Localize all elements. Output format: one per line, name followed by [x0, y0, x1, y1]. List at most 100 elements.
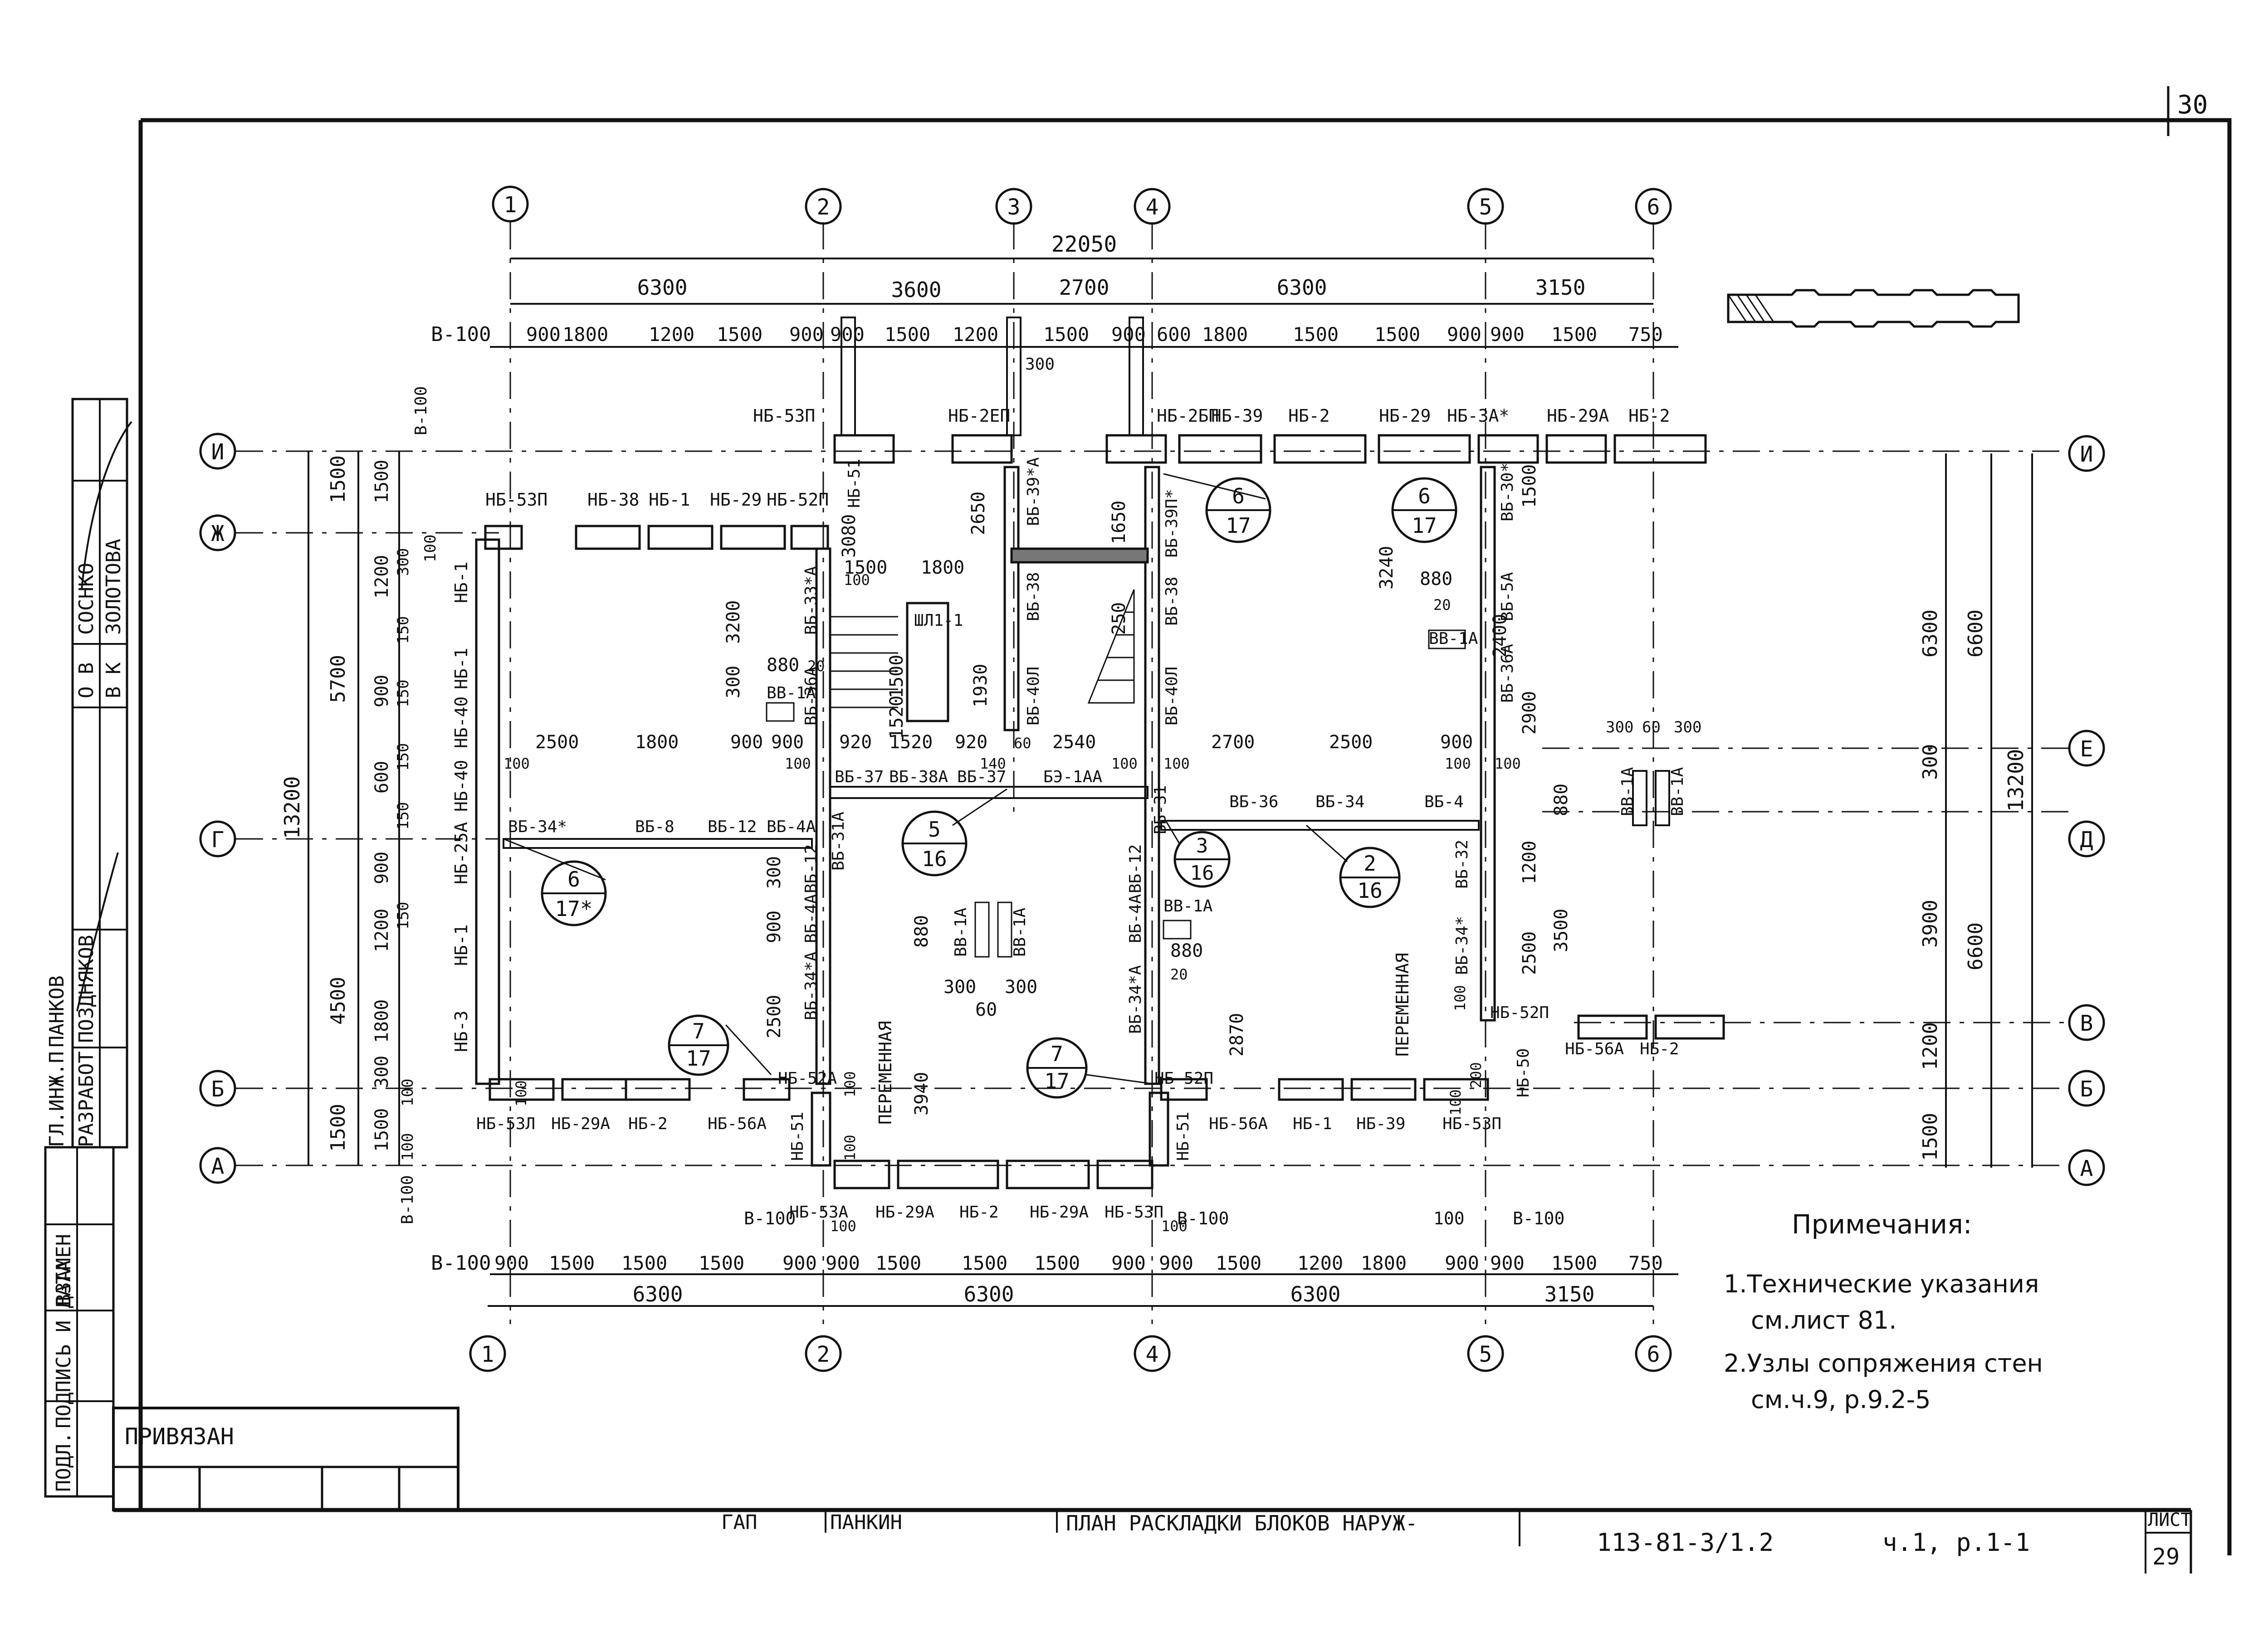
interior-dim: 880 — [1420, 569, 1452, 590]
dim-bottom-detail: 900 — [1445, 1252, 1479, 1274]
axis-bubble-5-top: 5 — [1467, 188, 1504, 225]
dim-right-inner: 3900 — [1919, 900, 1942, 948]
axis-bubble-3-top: 3 — [995, 188, 1032, 225]
block-label: ВБ-34*А — [1126, 965, 1145, 1034]
block-label: ВБ-36А — [1498, 644, 1517, 703]
block-label: ВБ-34* — [1453, 916, 1471, 975]
dims-top: 22050 6300 3600 2700 6300 3150 В-100 900… — [431, 232, 1678, 374]
sheet-number: 29 — [2152, 1544, 2180, 1570]
block-label: НБ-56А — [1209, 1115, 1268, 1133]
block-label: НБ-2 — [1288, 406, 1330, 426]
dim-bottom-detail: 900 — [1159, 1252, 1193, 1274]
dim-top-detail: 1500 — [1551, 323, 1597, 346]
dim-top-detail: 900 — [526, 323, 561, 346]
block-label: ВБ-12 — [708, 818, 757, 836]
section-callouts: 617 617 617* 516 316 216 717 717 — [503, 473, 1457, 1099]
interior-dim: 2700 — [1211, 732, 1255, 753]
block-label: НБ-39 — [1211, 406, 1263, 426]
interior-dim: 300 — [1674, 718, 1701, 736]
interior-dim: 100 — [1161, 1218, 1188, 1235]
interior-dim: 900 — [1440, 732, 1473, 753]
interior-dim: 20 — [1170, 966, 1188, 983]
dim-bottom-detail: 1500 — [1034, 1252, 1080, 1274]
interior-dim: 250 — [1109, 602, 1129, 635]
stamp-cell: ГЛ.ИНЖ.П — [45, 1051, 68, 1147]
interior-dim: 3200 — [723, 600, 744, 644]
dim-top-detail: 900 — [1111, 323, 1146, 346]
svg-text:17: 17 — [1226, 513, 1251, 538]
svg-text:В: В — [2080, 1011, 2093, 1036]
block-label: НБ-29А — [551, 1115, 610, 1133]
sheet-label: ЛИСТ — [2148, 1510, 2191, 1530]
sheet-corner-number: 30 — [2177, 90, 2208, 120]
interior-dim: 1500 — [1519, 464, 1540, 508]
interior-dim: 2500 — [535, 732, 579, 753]
interior-dim: 100 — [503, 755, 530, 772]
dim-top-detail: 1500 — [1374, 323, 1420, 346]
svg-text:17: 17 — [1044, 1069, 1069, 1093]
interior-dim: 100 — [841, 1135, 859, 1161]
svg-text:7: 7 — [1051, 1042, 1063, 1066]
interior-dim: 2870 — [1227, 1013, 1247, 1057]
dim-left-small: 150 — [394, 802, 412, 830]
notes-title: Примечания: — [1792, 1209, 1972, 1240]
sheet-frame: 30 — [113, 86, 2232, 1574]
note-line: см.ч.9, р.9.2-5 — [1751, 1385, 1931, 1414]
dim-left-inner: 900 — [371, 675, 392, 707]
axis-bubble-6-top: 6 — [1635, 188, 1672, 225]
dim-left-small: 150 — [394, 616, 412, 644]
dim-bottom-detail: 1500 — [875, 1252, 921, 1274]
dim-top-detail: 900 — [830, 323, 865, 346]
dim-bottom-detail: 900 — [494, 1252, 529, 1274]
block-label: ВБ-34 — [1315, 793, 1364, 811]
gap-name: ПАНКИН — [830, 1511, 902, 1534]
block-label: НБ-53П — [1442, 1115, 1501, 1133]
dim-bottom-detail: 1500 — [1551, 1252, 1597, 1274]
block-label: ВБ-32 — [1453, 840, 1471, 889]
interior-dim: 300 — [1606, 718, 1633, 736]
interior-dims: 3080 2650 1650 3240 1500 1800 3200 250 8… — [503, 464, 1701, 1235]
dims-bottom: В-100 900 1500 1500 1500 900 900 1500 15… — [431, 1252, 1678, 1307]
dim-top-detail: 900 — [1447, 323, 1481, 346]
dim-bottom-axis: 6300 — [964, 1282, 1014, 1306]
interior-dim: 1520 — [889, 732, 933, 753]
drawing-title: ПЛАН РАСКЛАДКИ БЛОКОВ НАРУЖ- — [1066, 1511, 1418, 1535]
dim-left-inner: 1200 — [371, 555, 392, 599]
svg-text:5: 5 — [1479, 1342, 1492, 1367]
interior-dim: 100 — [1433, 1208, 1465, 1228]
block-profile-sample — [1727, 289, 2020, 328]
axis-bubble-zh-left: Ж — [199, 514, 236, 551]
interior-dim: 300 — [764, 856, 785, 889]
dim-left-inner: 1800 — [371, 999, 392, 1043]
svg-text:2: 2 — [1364, 851, 1376, 876]
dim-bottom-detail: 1200 — [1297, 1252, 1343, 1274]
block-label: НБ-29 — [1379, 406, 1431, 426]
doc-part: ч.1, р.1-1 — [1882, 1528, 2030, 1557]
block-label: НБ-51 — [788, 1112, 807, 1161]
dim-bottom-detail: 900 — [826, 1252, 860, 1274]
interior-dim: 3500 — [1551, 909, 1572, 952]
callout: 617* — [541, 860, 607, 926]
interior-dim: 1930 — [970, 664, 991, 707]
block-label: ВВ-1А — [952, 907, 970, 957]
block-label: ВВ-1А — [1011, 907, 1029, 957]
svg-text:5: 5 — [928, 817, 941, 842]
interior-dim: 1500 — [844, 557, 887, 578]
axis-bubble-2-top: 2 — [805, 188, 842, 225]
block-label: ВБ-36А — [802, 667, 821, 726]
svg-text:А: А — [211, 1154, 225, 1179]
axis-bubble-a-left: А — [199, 1147, 236, 1184]
svg-text:17*: 17* — [555, 896, 592, 921]
interior-dim: 2900 — [1519, 691, 1540, 735]
dim-left-inner: 600 — [371, 761, 392, 794]
interior-dim: 300 — [723, 666, 744, 698]
block-label: НБ-1 — [1293, 1115, 1332, 1133]
block-label: ВБ-37 — [957, 768, 1006, 786]
block-label: ВБ-40Л — [1163, 667, 1181, 726]
dim-left-inner: 1500 — [371, 1108, 392, 1152]
interior-dim: 100 — [1495, 755, 1521, 772]
dim-top-b100: В-100 — [431, 323, 491, 346]
interior-dim: 2400 — [1490, 614, 1510, 658]
note-line: 2.Узлы сопряжения стен — [1724, 1349, 2043, 1378]
